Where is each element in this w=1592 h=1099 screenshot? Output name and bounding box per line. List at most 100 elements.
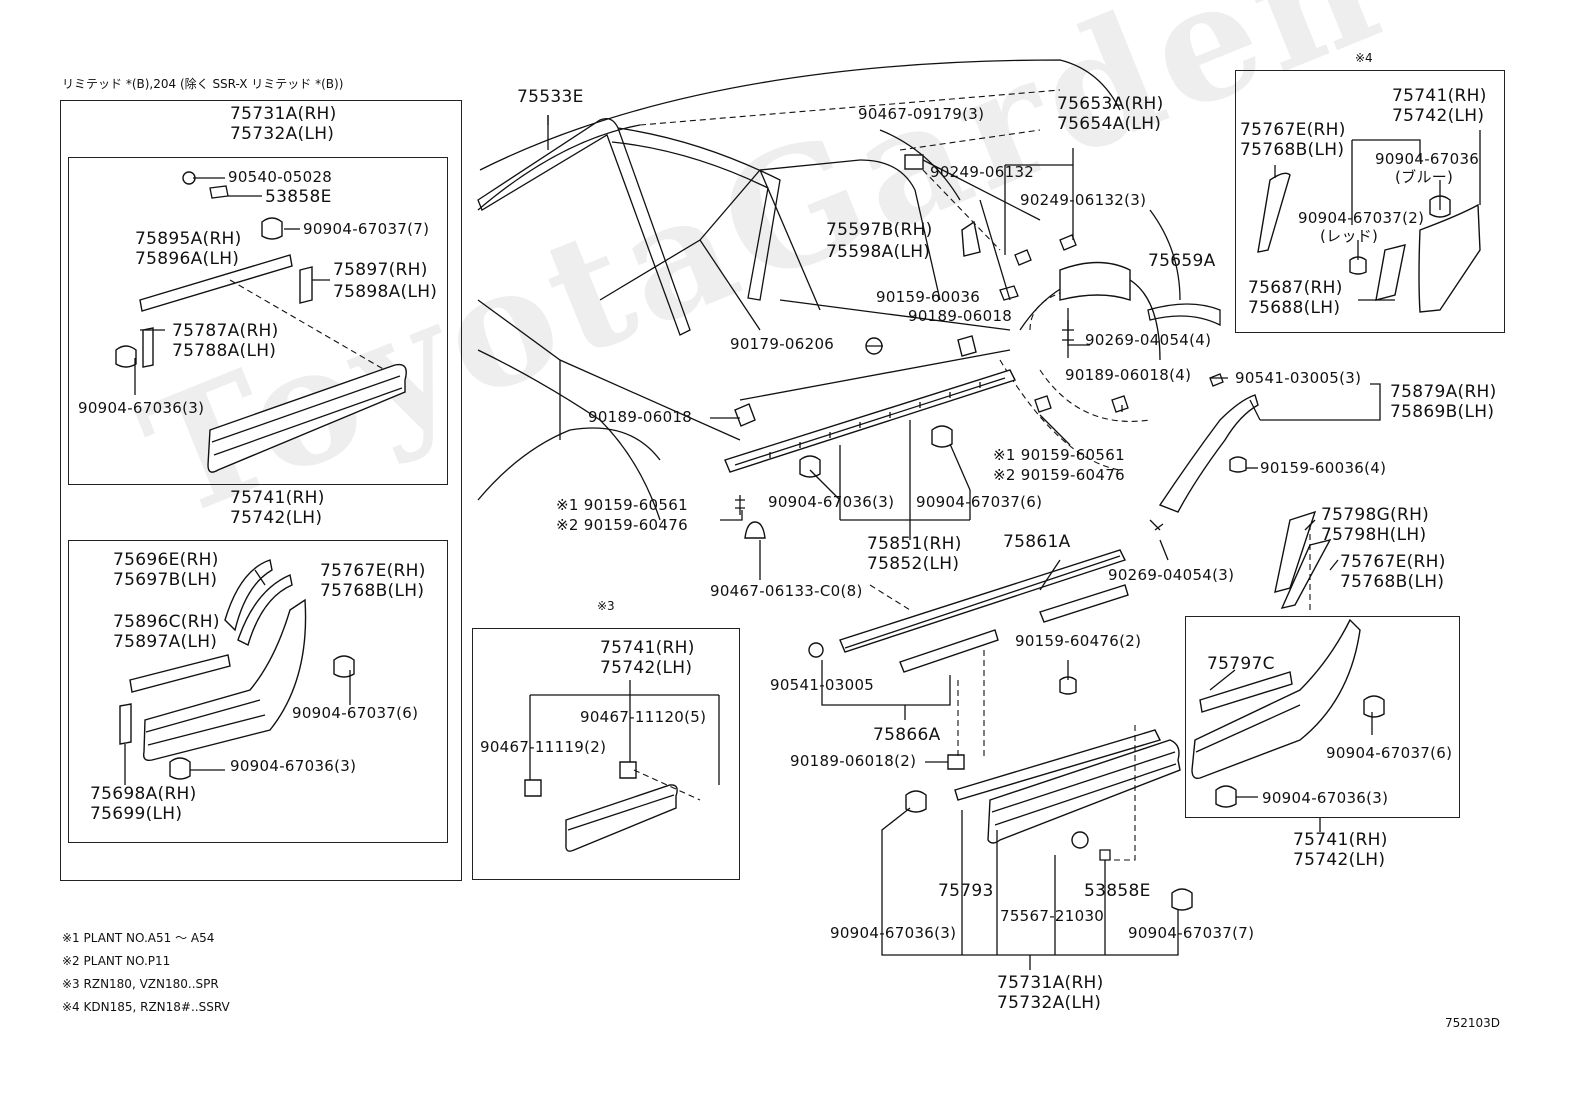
- part-label: 90467-06133-C0(8): [710, 582, 863, 600]
- part-label: 53858E: [265, 187, 332, 207]
- box1-parts: [115, 171, 407, 473]
- part-label: 75895A(RH): [135, 229, 242, 249]
- part-label: 75852(LH): [867, 554, 960, 574]
- part-label: 90904-67036(3): [1262, 789, 1389, 807]
- box4: [1235, 70, 1505, 333]
- part-label: ※2 90159-60476: [993, 466, 1125, 484]
- part-label: ※1 90159-60561: [993, 446, 1125, 464]
- part-label: 75768B(LH): [320, 581, 425, 601]
- part-label: 90159-60036: [876, 288, 981, 306]
- part-label: 75793: [938, 881, 994, 901]
- door-molding-main: [905, 729, 1193, 911]
- part-label: 90467-11119(2): [480, 738, 607, 756]
- box5: [1185, 616, 1460, 818]
- part-label: 75768B(LH): [1340, 572, 1445, 592]
- part-label: 75654A(LH): [1057, 114, 1162, 134]
- part-label: 75731A(RH): [997, 973, 1104, 993]
- part-label: 90904-67036(3): [768, 493, 895, 511]
- box1-inner: [68, 157, 448, 485]
- part-label: 75861A: [1003, 532, 1071, 552]
- part-label: 75687(RH): [1248, 278, 1343, 298]
- part-label: 90269-04054(4): [1085, 331, 1212, 349]
- rear-flare-75879a: [1149, 373, 1259, 531]
- box5-parts: [1191, 510, 1385, 808]
- part-label: 75597B(RH): [826, 220, 933, 240]
- box3-title-lh: 75742(LH): [600, 658, 693, 678]
- leader-lines: [124, 115, 1481, 970]
- part-label: 90269-04054(3): [1108, 566, 1235, 584]
- part-label: 75732A(LH): [997, 993, 1102, 1013]
- part-label: 75869B(LH): [1390, 402, 1495, 422]
- part-label: 90189-06018: [588, 408, 693, 426]
- part-label: 90249-06132(3): [1020, 191, 1147, 209]
- part-label: (レッド): [1320, 227, 1379, 245]
- part-label: 75768B(LH): [1240, 140, 1345, 160]
- part-label: 75897A(LH): [113, 632, 218, 652]
- footnote: ※4 KDN185, RZN18#..SSRV: [62, 1000, 230, 1014]
- part-label: 75659A: [1148, 251, 1216, 271]
- box4-parts: [1257, 172, 1481, 313]
- part-label: 75896A(LH): [135, 249, 240, 269]
- part-label: 75698A(RH): [90, 784, 197, 804]
- box2-title-lh: 75742(LH): [230, 508, 323, 528]
- footnote: ※2 PLANT NO.P11: [62, 954, 171, 968]
- part-label: 75767E(RH): [320, 561, 426, 581]
- part-label: 75798H(LH): [1321, 525, 1427, 545]
- part-label: 90540-05028: [228, 168, 333, 186]
- rocker-molding-75851: [724, 369, 1129, 539]
- part-label: ※2 90159-60476: [556, 516, 688, 534]
- part-label: 90904-67036(3): [830, 924, 957, 942]
- part-label: 90904-67037(2): [1298, 209, 1425, 227]
- part-label: 90904-67037(7): [303, 220, 430, 238]
- box3-outer: [472, 628, 740, 880]
- part-label: 75866A: [873, 725, 941, 745]
- box3-title-rh: 75741(RH): [600, 638, 695, 658]
- part-label: ※1 90159-60561: [556, 496, 688, 514]
- part-label: 75567-21030: [1000, 907, 1105, 925]
- box5-title-rh: 75741(RH): [1293, 830, 1388, 850]
- part-label: 90904-67037(6): [292, 704, 419, 722]
- part-label: 90249-06132: [930, 163, 1035, 181]
- part-label: 75788A(LH): [172, 341, 277, 361]
- part-label: 75797C: [1207, 654, 1275, 674]
- part-label: 75767E(RH): [1340, 552, 1446, 572]
- part-label: 75697B(LH): [113, 570, 218, 590]
- box4-title-rh: 75741(RH): [1392, 86, 1487, 106]
- part-label: 90904-67036(3): [230, 757, 357, 775]
- part-label: 90189-06018(4): [1065, 366, 1192, 384]
- part-label: 90189-06018(2): [790, 752, 917, 770]
- box4-title-lh: 75742(LH): [1392, 106, 1485, 126]
- part-label: 90467-11120(5): [580, 708, 707, 726]
- box3-parts: [524, 761, 701, 852]
- upper-clips: [865, 154, 1077, 357]
- part-label: 90541-03005(3): [1235, 369, 1362, 387]
- part-label: 90179-06206: [730, 335, 835, 353]
- lower-sill-75861a: [808, 549, 1129, 770]
- part-label: 75767E(RH): [1240, 120, 1346, 140]
- footnote: ※3 RZN180, VZN180..SPR: [62, 977, 219, 991]
- part-label: 75879A(RH): [1390, 382, 1497, 402]
- part-label: 90159-60036(4): [1260, 459, 1387, 477]
- part-label: 75598A(LH): [826, 242, 931, 262]
- top-left-header: リミテッド *(B),204 (除く SSR-X リミテッド *(B)): [62, 77, 344, 91]
- part-label: 75851(RH): [867, 534, 962, 554]
- part-label: 75696E(RH): [113, 550, 219, 570]
- part-label: 75653A(RH): [1057, 94, 1164, 114]
- part-label: 75688(LH): [1248, 298, 1341, 318]
- ref-mark-4: ※4: [1355, 51, 1373, 65]
- part-label: 75533E: [517, 87, 584, 107]
- part-label: 90904-67036: [1375, 150, 1480, 168]
- part-label: 75798G(RH): [1321, 505, 1430, 525]
- part-label: 90904-67037(6): [1326, 744, 1453, 762]
- part-label: 90467-09179(3): [858, 105, 985, 123]
- part-label: (ブルー): [1395, 168, 1454, 186]
- figure-code: 752103D: [1445, 1016, 1501, 1030]
- part-label: 90904-67037(7): [1128, 924, 1255, 942]
- part-label: 90904-67037(6): [916, 493, 1043, 511]
- windshield-molding-75533e: [477, 115, 781, 336]
- box2-title-rh: 75741(RH): [230, 488, 325, 508]
- box5-title-lh: 75742(LH): [1293, 850, 1386, 870]
- part-label: 53858E: [1084, 881, 1151, 901]
